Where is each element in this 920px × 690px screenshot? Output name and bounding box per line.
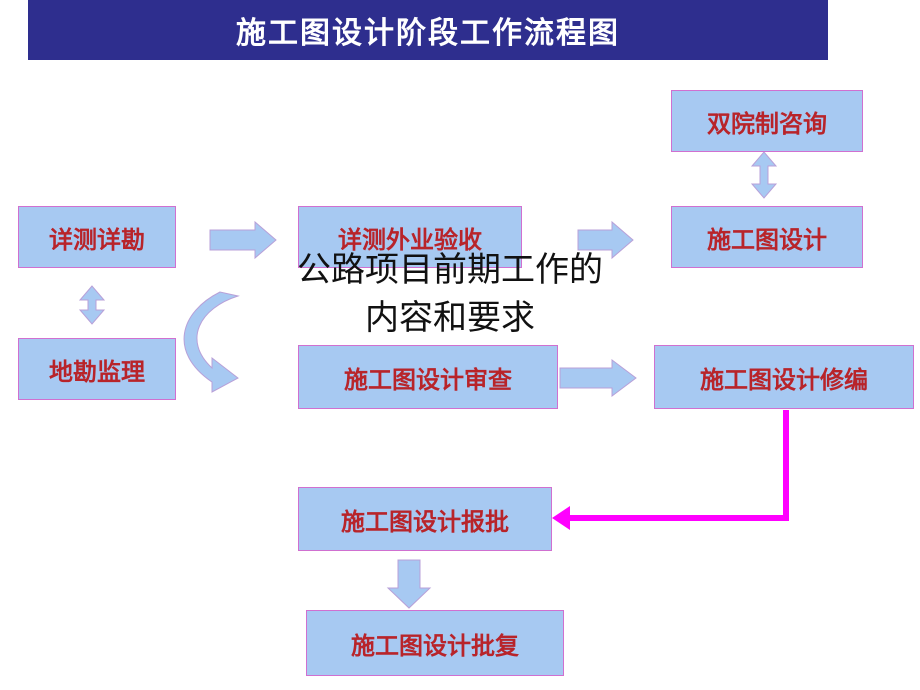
arrow-curved-to-review bbox=[183, 291, 240, 393]
box-dual-consult: 双院制咨询 bbox=[671, 90, 863, 152]
arrow-acceptance-to-design bbox=[577, 220, 634, 260]
box-geo-supervision: 地勘监理 bbox=[18, 338, 176, 400]
arrow-review-to-revision bbox=[559, 359, 637, 397]
connector-arrowhead bbox=[552, 506, 570, 530]
overlay-caption: 公路项目前期工作的 内容和要求 bbox=[240, 246, 660, 342]
arrow-consult-design bbox=[750, 151, 778, 199]
box-design-review: 施工图设计审查 bbox=[298, 345, 558, 409]
page-title: 施工图设计阶段工作流程图 bbox=[28, 0, 828, 60]
box-design: 施工图设计 bbox=[671, 206, 863, 268]
box-design-revision: 施工图设计修编 bbox=[654, 345, 914, 409]
arrow-survey-geo bbox=[78, 285, 106, 325]
connector-revision-to-submit bbox=[566, 410, 789, 521]
box-survey: 详测详勘 bbox=[18, 206, 176, 268]
box-design-approval: 施工图设计批复 bbox=[306, 610, 564, 676]
overlay-line-2: 内容和要求 bbox=[365, 298, 535, 338]
arrow-survey-to-acceptance bbox=[209, 220, 277, 260]
arrow-submit-to-approval bbox=[386, 559, 432, 609]
overlay-line-1: 公路项目前期工作的 bbox=[297, 250, 603, 290]
box-field-acceptance: 详测外业验收 bbox=[298, 206, 522, 268]
box-design-submit: 施工图设计报批 bbox=[298, 487, 552, 551]
